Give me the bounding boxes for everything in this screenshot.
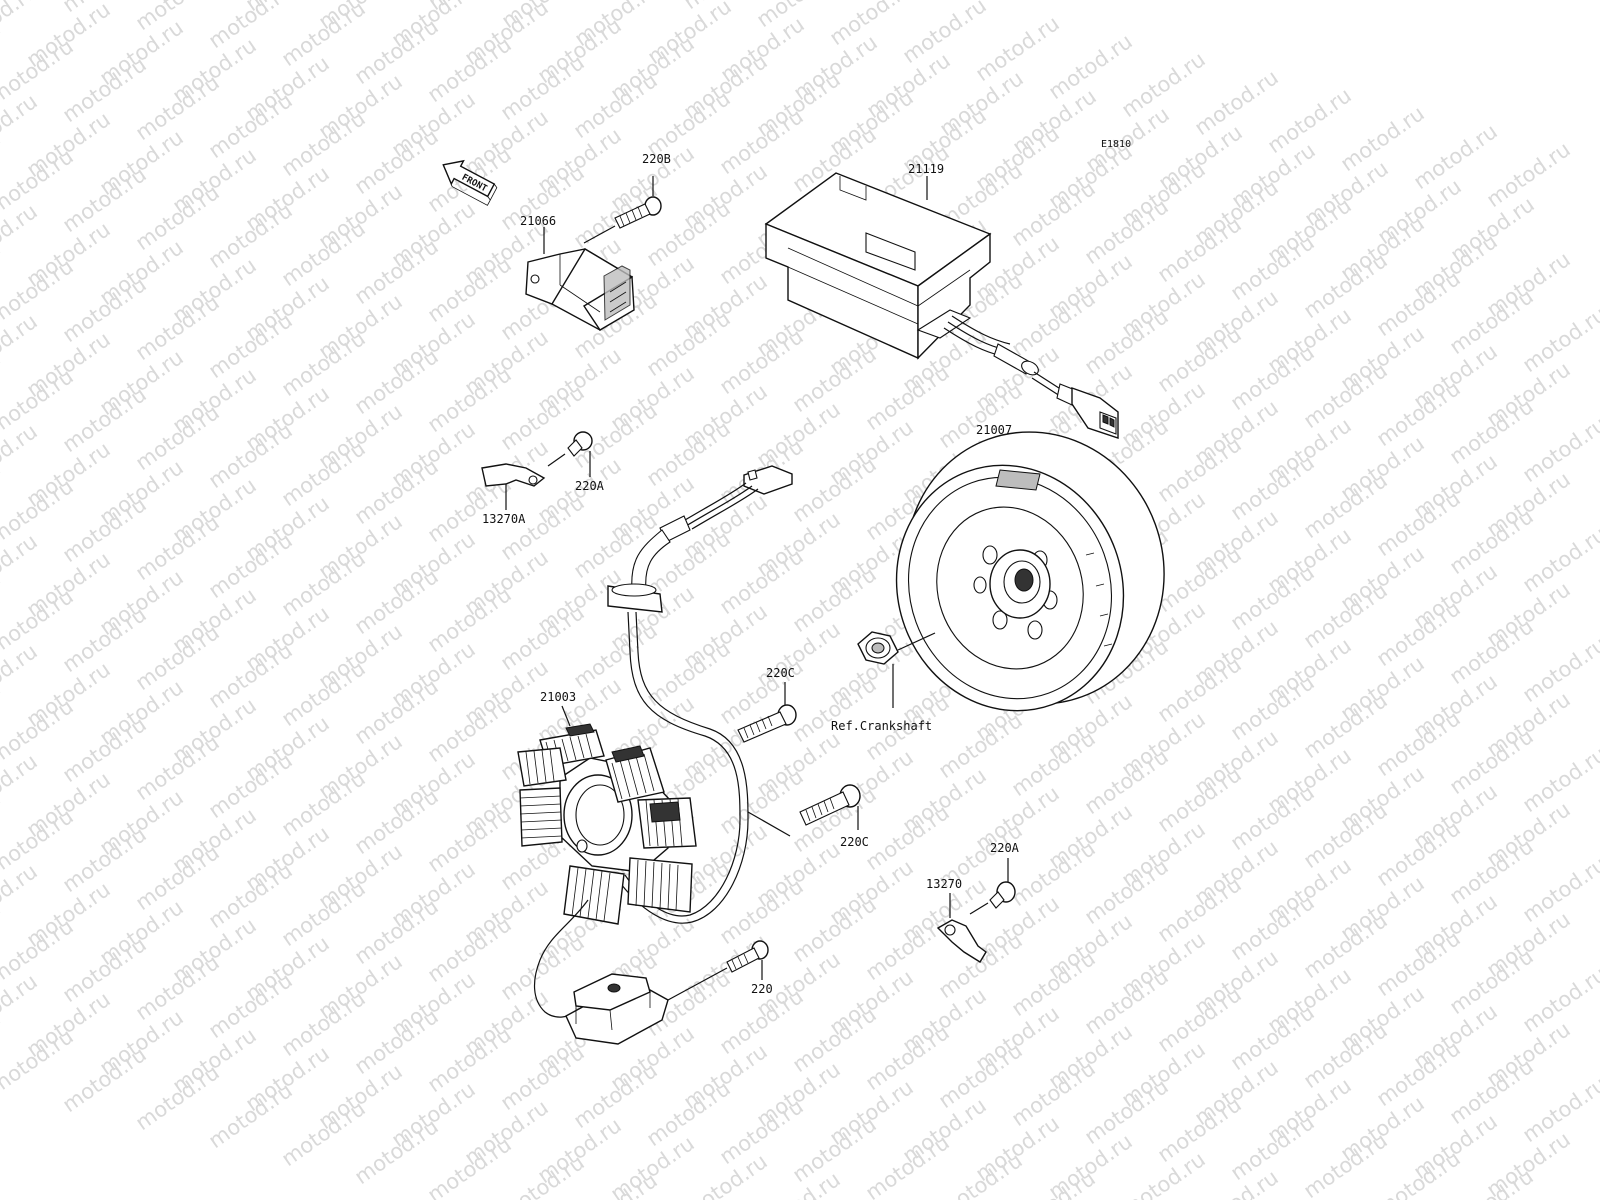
watermark-text: motod.ru — [934, 1148, 1027, 1200]
callout-220b: 220B — [642, 152, 671, 166]
bolt-220c-upper — [737, 682, 797, 743]
watermark-text: motod.ru — [861, 1130, 954, 1200]
watermark-text: motod.ru — [1372, 1146, 1465, 1200]
bolt-220c-lower — [799, 784, 861, 830]
cdi-unit-21119 — [764, 172, 1119, 439]
stator-21003 — [517, 705, 697, 925]
callout-220c-upper: 220C — [766, 666, 795, 680]
callout-220: 220 — [751, 982, 773, 996]
bolt-220 — [667, 940, 769, 1001]
clamp-13270 — [936, 893, 987, 963]
callout-13270a: 13270A — [482, 512, 526, 526]
callout-220a-top: 220A — [575, 479, 605, 493]
regulator-21066 — [525, 227, 635, 331]
clamp-13270a — [481, 463, 546, 510]
bolt-220a-top — [547, 431, 593, 477]
callout-21007: 21007 — [976, 423, 1012, 437]
callout-21066: 21066 — [520, 214, 556, 228]
callout-ref-crankshaft: Ref.Crankshaft — [831, 719, 932, 733]
pickup-coil — [534, 899, 669, 1045]
callout-21003: 21003 — [540, 690, 576, 704]
diagram-code: E1810 — [1101, 139, 1131, 150]
callout-220a-bottom: 220A — [990, 841, 1020, 855]
stator-wiring-harness — [607, 465, 793, 924]
watermark-text: motod.ru — [496, 1150, 589, 1200]
rotor-21007 — [895, 431, 1165, 712]
callout-21119: 21119 — [908, 162, 944, 176]
watermark-text: motod.ru — [423, 1132, 516, 1200]
bolt-220b — [583, 176, 662, 244]
bolt-220a-bottom — [969, 858, 1016, 915]
callout-13270: 13270 — [926, 877, 962, 891]
rotor-nut — [857, 631, 936, 708]
callout-220c-lower: 220C — [840, 835, 869, 849]
